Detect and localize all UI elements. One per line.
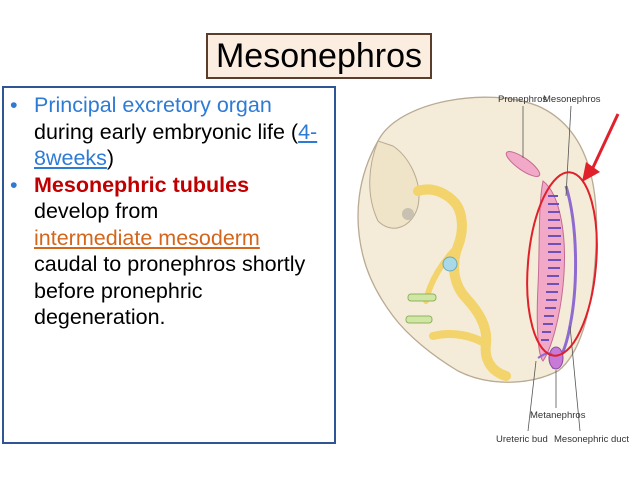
- ureteric-bud-leader: [527, 360, 537, 432]
- bullet-2-rest: caudal to pronephros shortly before pron…: [34, 252, 306, 329]
- metanephros-shape: [548, 346, 564, 370]
- embryo-figure: Pronephros Mesonephros Metanephros Urete…: [338, 86, 634, 446]
- metanephros-label: Metanephros: [530, 410, 586, 421]
- bullet-dot-icon: •: [10, 93, 18, 117]
- mesonephric-duct-label: Mesonephric duct: [554, 434, 629, 445]
- mesonephric-tubules: [541, 195, 561, 341]
- head-region: [369, 140, 420, 229]
- green-tube-1: [407, 293, 437, 302]
- mesonephric-duct-leader: [569, 325, 581, 432]
- pronephros-shape: [505, 151, 541, 177]
- bullet-2-text: develop from: [34, 199, 159, 223]
- text-panel: • Principal excretory organ during early…: [2, 86, 336, 444]
- bullet-1-close: ): [106, 146, 115, 170]
- otic-vesicle: [402, 208, 414, 220]
- intermediate-mesoderm-link[interactable]: intermediate mesoderm: [34, 225, 260, 250]
- blue-organ: [442, 256, 458, 272]
- arrow-head-icon: [582, 162, 600, 182]
- annotation-arrow-icon: [588, 113, 620, 175]
- bullet-2-bold: Mesonephric tubules: [34, 172, 250, 197]
- bullet-1-lead: Principal excretory organ: [34, 93, 272, 117]
- ureteric-bud-label: Ureteric bud: [496, 434, 548, 445]
- bullet-item-1: • Principal excretory organ during early…: [10, 92, 334, 172]
- allantois: [429, 330, 490, 348]
- slide-title: Mesonephros: [206, 33, 432, 79]
- annotation-ellipse: [526, 171, 598, 357]
- mesonephros-label: Mesonephros: [543, 94, 601, 105]
- mesonephros-leader: [565, 105, 572, 197]
- green-tube-2: [405, 315, 433, 324]
- weeks-link[interactable]: 4-8weeks: [34, 119, 318, 171]
- embryo-diagram: Pronephros Mesonephros Metanephros Urete…: [357, 94, 629, 445]
- bullet-1-text: during early embryonic life (: [34, 119, 299, 144]
- bullet-dot-icon: •: [10, 172, 18, 197]
- ureteric-bud-shape: [537, 352, 553, 359]
- bullet-item-2: • Mesonephric tubules develop from inter…: [10, 172, 334, 331]
- pronephros-label: Pronephros: [498, 94, 547, 105]
